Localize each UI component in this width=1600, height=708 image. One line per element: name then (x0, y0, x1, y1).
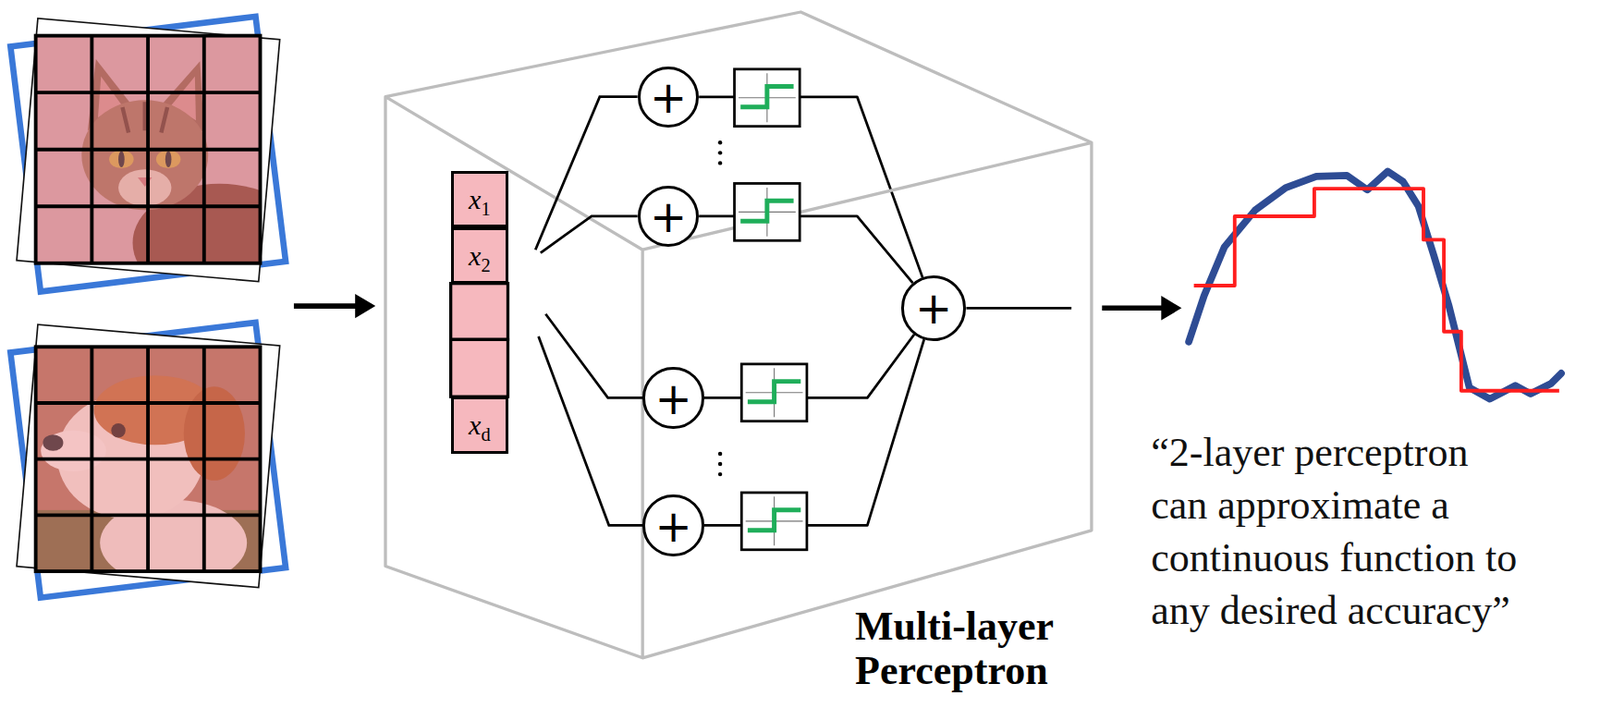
art-circle (718, 140, 722, 145)
art-circle (718, 160, 722, 165)
art-rect (742, 364, 808, 422)
art-path (738, 187, 796, 237)
art-rect (742, 492, 808, 550)
output-arrow (1101, 295, 1182, 320)
connector (698, 216, 913, 283)
art-path (745, 497, 804, 547)
art-rect (451, 340, 509, 398)
plus-sign: + (654, 503, 692, 549)
connector (698, 97, 923, 278)
art-polyline (740, 86, 794, 108)
plus-sign: + (654, 376, 692, 421)
art-g (36, 346, 261, 572)
art-path (36, 346, 261, 572)
art-circle (718, 451, 722, 456)
sum-node: + (642, 494, 704, 556)
quote-note: “2-layer perceptron can approximate a co… (1150, 426, 1521, 637)
sum-node: + (901, 275, 967, 342)
variable-letter: x (468, 409, 481, 440)
ellipsis-dots (718, 140, 722, 477)
function-plot (1188, 170, 1562, 399)
art-rect (451, 283, 509, 341)
dog-image-stack (10, 322, 286, 599)
art-path (745, 368, 804, 418)
art-rect (36, 346, 261, 572)
input-variable: x1 (468, 185, 491, 214)
art-rect (36, 346, 261, 572)
art-g (742, 492, 808, 550)
variable-index: 2 (480, 255, 490, 276)
art-circle (718, 472, 722, 477)
connector (704, 334, 915, 399)
plus-sign: + (649, 194, 687, 239)
art-g (734, 183, 801, 242)
art-polyline (747, 510, 801, 531)
art-circle (718, 462, 722, 466)
art-rect (36, 36, 261, 264)
art-rect (36, 36, 261, 264)
connector (704, 339, 925, 526)
art-polygon (1160, 295, 1182, 320)
art-rect (10, 16, 286, 293)
art-line (293, 303, 357, 309)
sum-node: + (642, 366, 704, 428)
variable-letter: x (468, 240, 481, 271)
vector-cell: x1 (451, 170, 509, 228)
art-g (36, 36, 261, 264)
art-g (742, 364, 808, 422)
output-wire (965, 306, 1072, 310)
art-polyline (540, 216, 638, 254)
art-polyline (536, 97, 638, 251)
fan-in-wires (536, 97, 644, 526)
art-polyline (538, 336, 644, 526)
art-polyline (546, 314, 644, 399)
mlp-cube-outline (385, 12, 1092, 659)
art-polyline (1188, 170, 1562, 399)
blank-vector-cells (451, 283, 509, 398)
variable-index: d (480, 424, 490, 445)
art-g (36, 36, 261, 264)
art-rect (734, 69, 801, 127)
vector-cell: x2 (451, 227, 509, 284)
activation-boxes (734, 69, 807, 550)
input-arrow (293, 293, 376, 318)
art-path (738, 73, 796, 123)
art-rect (36, 346, 261, 572)
art-rect (16, 324, 281, 588)
variable-letter: x (468, 183, 481, 215)
art-rect (10, 322, 286, 599)
variable-index: 1 (480, 198, 490, 220)
art-circle (718, 150, 722, 155)
vector-cell: xd (451, 396, 509, 454)
art-path (36, 36, 261, 264)
art-rect (734, 183, 801, 242)
input-variable: x2 (468, 242, 491, 270)
art-path (385, 12, 1092, 659)
art-polyline (740, 200, 794, 221)
mlp-frame: Multi-layer Perceptronx1x2xd+++++ (385, 12, 1092, 659)
cat-image-stack (10, 16, 306, 303)
art-polygon (354, 293, 376, 318)
sum-node: + (637, 66, 699, 128)
art-g (36, 346, 261, 572)
art-rect (16, 18, 281, 282)
art-rect (36, 36, 261, 264)
plus-sign: + (915, 285, 953, 330)
art-line (1101, 305, 1163, 312)
art-g (734, 69, 801, 127)
plus-sign: + (649, 74, 687, 120)
art-polyline (1194, 188, 1560, 391)
art-polyline (747, 381, 801, 403)
input-variable: xd (468, 411, 491, 440)
frame-title: Multi-layer Perceptron (854, 604, 1114, 694)
art-g (698, 97, 925, 526)
sum-node: + (637, 185, 699, 247)
